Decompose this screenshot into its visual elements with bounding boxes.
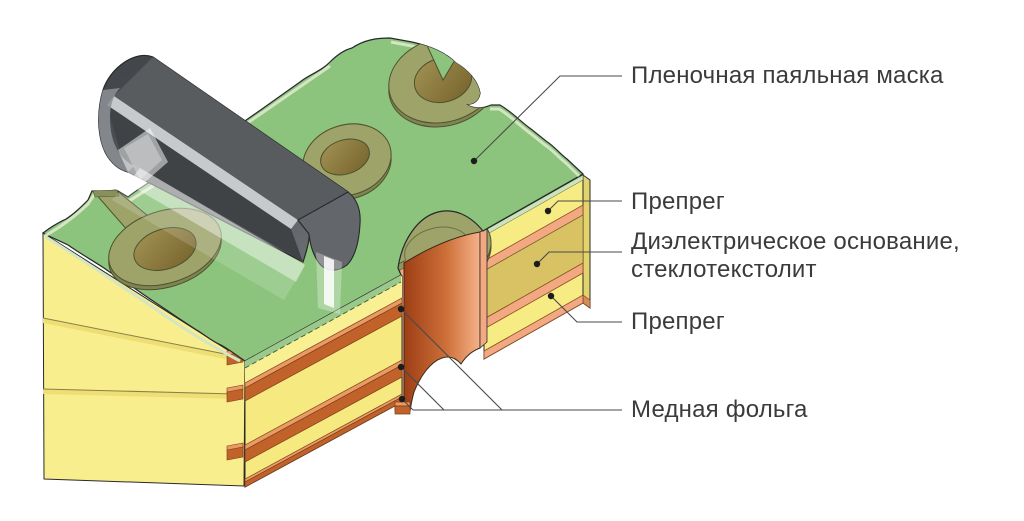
squeegee-stripe (107, 96, 298, 229)
via-wall-right (479, 227, 488, 349)
copper-foil-layers-left (244, 297, 411, 488)
left-torn-face (42, 232, 246, 487)
pcb-left-section (42, 232, 411, 488)
dot-prepreg-top (544, 207, 552, 215)
leader-dielectric (536, 251, 622, 265)
label-solder-mask: Пленочная паяльная маска (631, 62, 944, 89)
pcb-right-section (483, 174, 591, 360)
label-dielectric: Диэлектрическое основание, стеклотекстол… (631, 228, 960, 283)
right-outer-edge (582, 174, 591, 309)
dot-copper-1 (397, 305, 405, 313)
film-sheen (128, 168, 305, 282)
left-pad-hole (133, 227, 197, 271)
left-face-step-1 (43, 318, 235, 361)
squeegee-top-face (114, 57, 348, 220)
left-pad-trace-end (92, 189, 120, 198)
dot-copper-2 (397, 363, 405, 371)
film-overhang (118, 128, 168, 190)
leader-prepreg-bottom (550, 295, 622, 323)
leader-copper-foil (400, 308, 622, 411)
leader-prepreg-top (547, 200, 622, 212)
mask-curl (245, 275, 401, 368)
via-barrel-inner (403, 231, 481, 412)
copper-bottom-right (483, 294, 584, 360)
dot-prepreg-bottom (547, 292, 555, 300)
leader-solder-mask (473, 75, 622, 162)
label-prepreg-bottom: Препрег (631, 308, 725, 335)
dot-solder-mask (470, 157, 478, 165)
squeegee-left-cap (98, 88, 134, 172)
left-face-step-2 (43, 389, 235, 399)
mask-curl-line (244, 281, 402, 369)
left-face-line-2 (42, 388, 236, 395)
center-pad-hole (320, 138, 370, 176)
film-sheen-wide (112, 168, 305, 300)
label-copper-foil: Медная фольга (631, 396, 808, 423)
label-prepreg-top: Препрег (631, 188, 725, 215)
left-face-line-1 (42, 317, 236, 357)
leader-lines (400, 75, 622, 411)
squeegee-end-face (297, 191, 361, 271)
left-pad (92, 189, 222, 291)
dot-dielectric (533, 260, 541, 268)
solder-mask-film (112, 128, 342, 314)
leader-dots (397, 157, 555, 403)
film-overhang-core (124, 134, 162, 180)
film-tip-streak (324, 256, 334, 308)
dot-copper-3 (398, 395, 406, 403)
